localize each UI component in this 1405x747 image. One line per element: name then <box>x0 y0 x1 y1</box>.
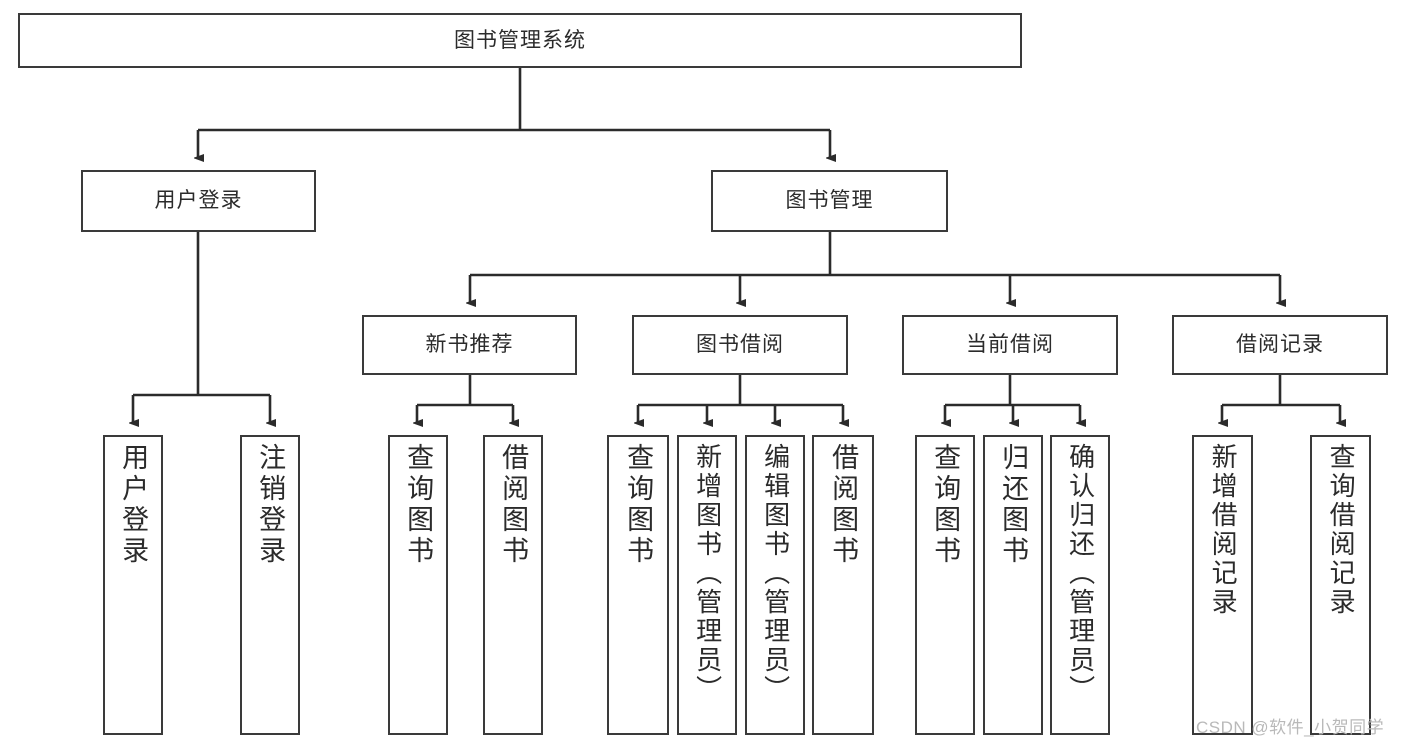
node-label: 图书借阅 <box>696 333 784 357</box>
leaf-query-borrow-record[interactable]: 查询借阅记录 <box>1310 435 1371 735</box>
leaf-label: 确认归还（管理员） <box>1065 443 1096 704</box>
node-label: 图书管理 <box>785 189 874 213</box>
node-label: 借阅记录 <box>1236 333 1324 357</box>
leaf-label: 归还图书 <box>998 443 1029 567</box>
node-borrow-records[interactable]: 借阅记录 <box>1172 315 1388 375</box>
leaf-query-books-current[interactable]: 查询图书 <box>915 435 975 735</box>
leaf-borrow-books-recommend[interactable]: 借阅图书 <box>483 435 543 735</box>
leaf-add-book-admin[interactable]: 新增图书（管理员） <box>677 435 737 735</box>
leaf-label: 查询借阅记录 <box>1326 443 1357 617</box>
leaf-query-books-borrow[interactable]: 查询图书 <box>607 435 669 735</box>
node-label: 新书推荐 <box>425 333 514 357</box>
node-label: 用户登录 <box>154 189 243 213</box>
leaf-confirm-return-admin[interactable]: 确认归还（管理员） <box>1050 435 1110 735</box>
node-book-management[interactable]: 图书管理 <box>711 170 948 232</box>
leaf-label: 注销登录 <box>255 443 286 567</box>
leaf-label: 用户登录 <box>118 443 149 567</box>
leaf-label: 新增借阅记录 <box>1208 443 1239 617</box>
node-book-borrow[interactable]: 图书借阅 <box>632 315 848 375</box>
node-label: 当前借阅 <box>966 333 1054 357</box>
leaf-label: 查询图书 <box>623 443 654 567</box>
leaf-query-books-recommend[interactable]: 查询图书 <box>388 435 448 735</box>
leaf-add-borrow-record[interactable]: 新增借阅记录 <box>1192 435 1253 735</box>
node-current-borrow[interactable]: 当前借阅 <box>902 315 1118 375</box>
node-user-login[interactable]: 用户登录 <box>81 170 316 232</box>
leaf-edit-book-admin[interactable]: 编辑图书（管理员） <box>745 435 805 735</box>
leaf-label: 借阅图书 <box>498 443 529 567</box>
node-root-system[interactable]: 图书管理系统 <box>18 13 1022 68</box>
leaf-logout[interactable]: 注销登录 <box>240 435 300 735</box>
leaf-user-login[interactable]: 用户登录 <box>103 435 163 735</box>
leaf-label: 新增图书（管理员） <box>692 443 723 704</box>
leaf-label: 查询图书 <box>930 443 961 567</box>
node-label: 图书管理系统 <box>454 28 586 52</box>
node-new-book-recommend[interactable]: 新书推荐 <box>362 315 577 375</box>
leaf-label: 借阅图书 <box>828 443 859 567</box>
leaf-label: 查询图书 <box>403 443 434 567</box>
watermark: CSDN @软件_小贺同学 <box>1196 718 1385 737</box>
leaf-borrow-books[interactable]: 借阅图书 <box>812 435 874 735</box>
leaf-label: 编辑图书（管理员） <box>760 443 791 704</box>
leaf-return-books[interactable]: 归还图书 <box>983 435 1043 735</box>
